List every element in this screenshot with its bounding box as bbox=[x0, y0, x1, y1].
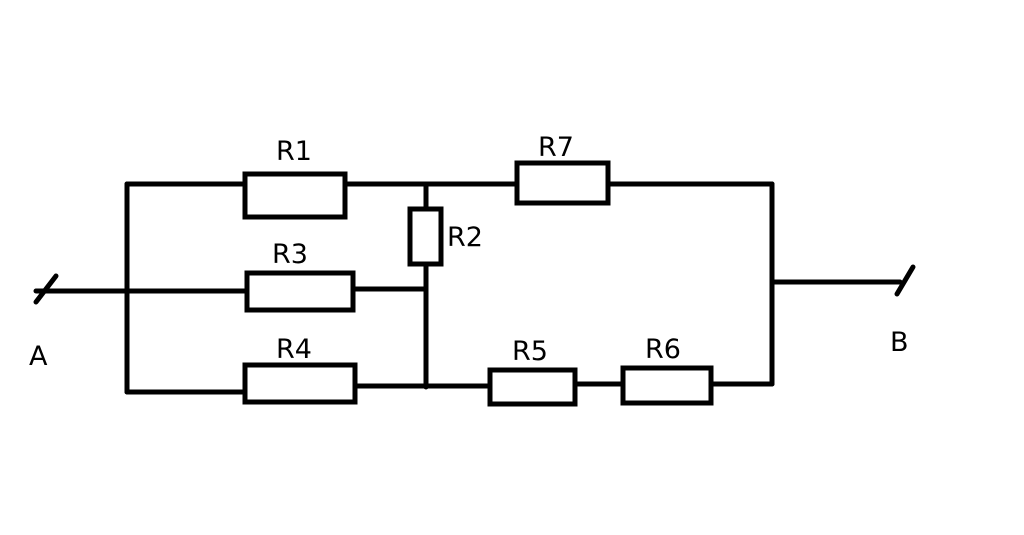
resistor-r1 bbox=[242, 171, 348, 220]
label-r4: R4 bbox=[276, 334, 312, 365]
resistor-r3 bbox=[244, 270, 356, 313]
label-r7: R7 bbox=[538, 132, 574, 163]
label-terminal-a: A bbox=[29, 341, 48, 372]
resistor-r4 bbox=[242, 362, 358, 405]
label-r5: R5 bbox=[512, 336, 548, 367]
label-r2: R2 bbox=[447, 222, 483, 253]
label-r6: R6 bbox=[645, 334, 681, 365]
label-r1: R1 bbox=[276, 136, 312, 167]
label-r3: R3 bbox=[272, 239, 308, 270]
terminal-b-marker bbox=[894, 264, 916, 297]
resistor-r5 bbox=[487, 367, 578, 407]
resistor-r6 bbox=[620, 365, 714, 406]
resistor-r2 bbox=[407, 206, 444, 267]
terminal-a-marker bbox=[33, 273, 59, 305]
resistor-r7 bbox=[514, 160, 611, 206]
wires bbox=[33, 181, 903, 395]
label-terminal-b: B bbox=[890, 327, 909, 358]
